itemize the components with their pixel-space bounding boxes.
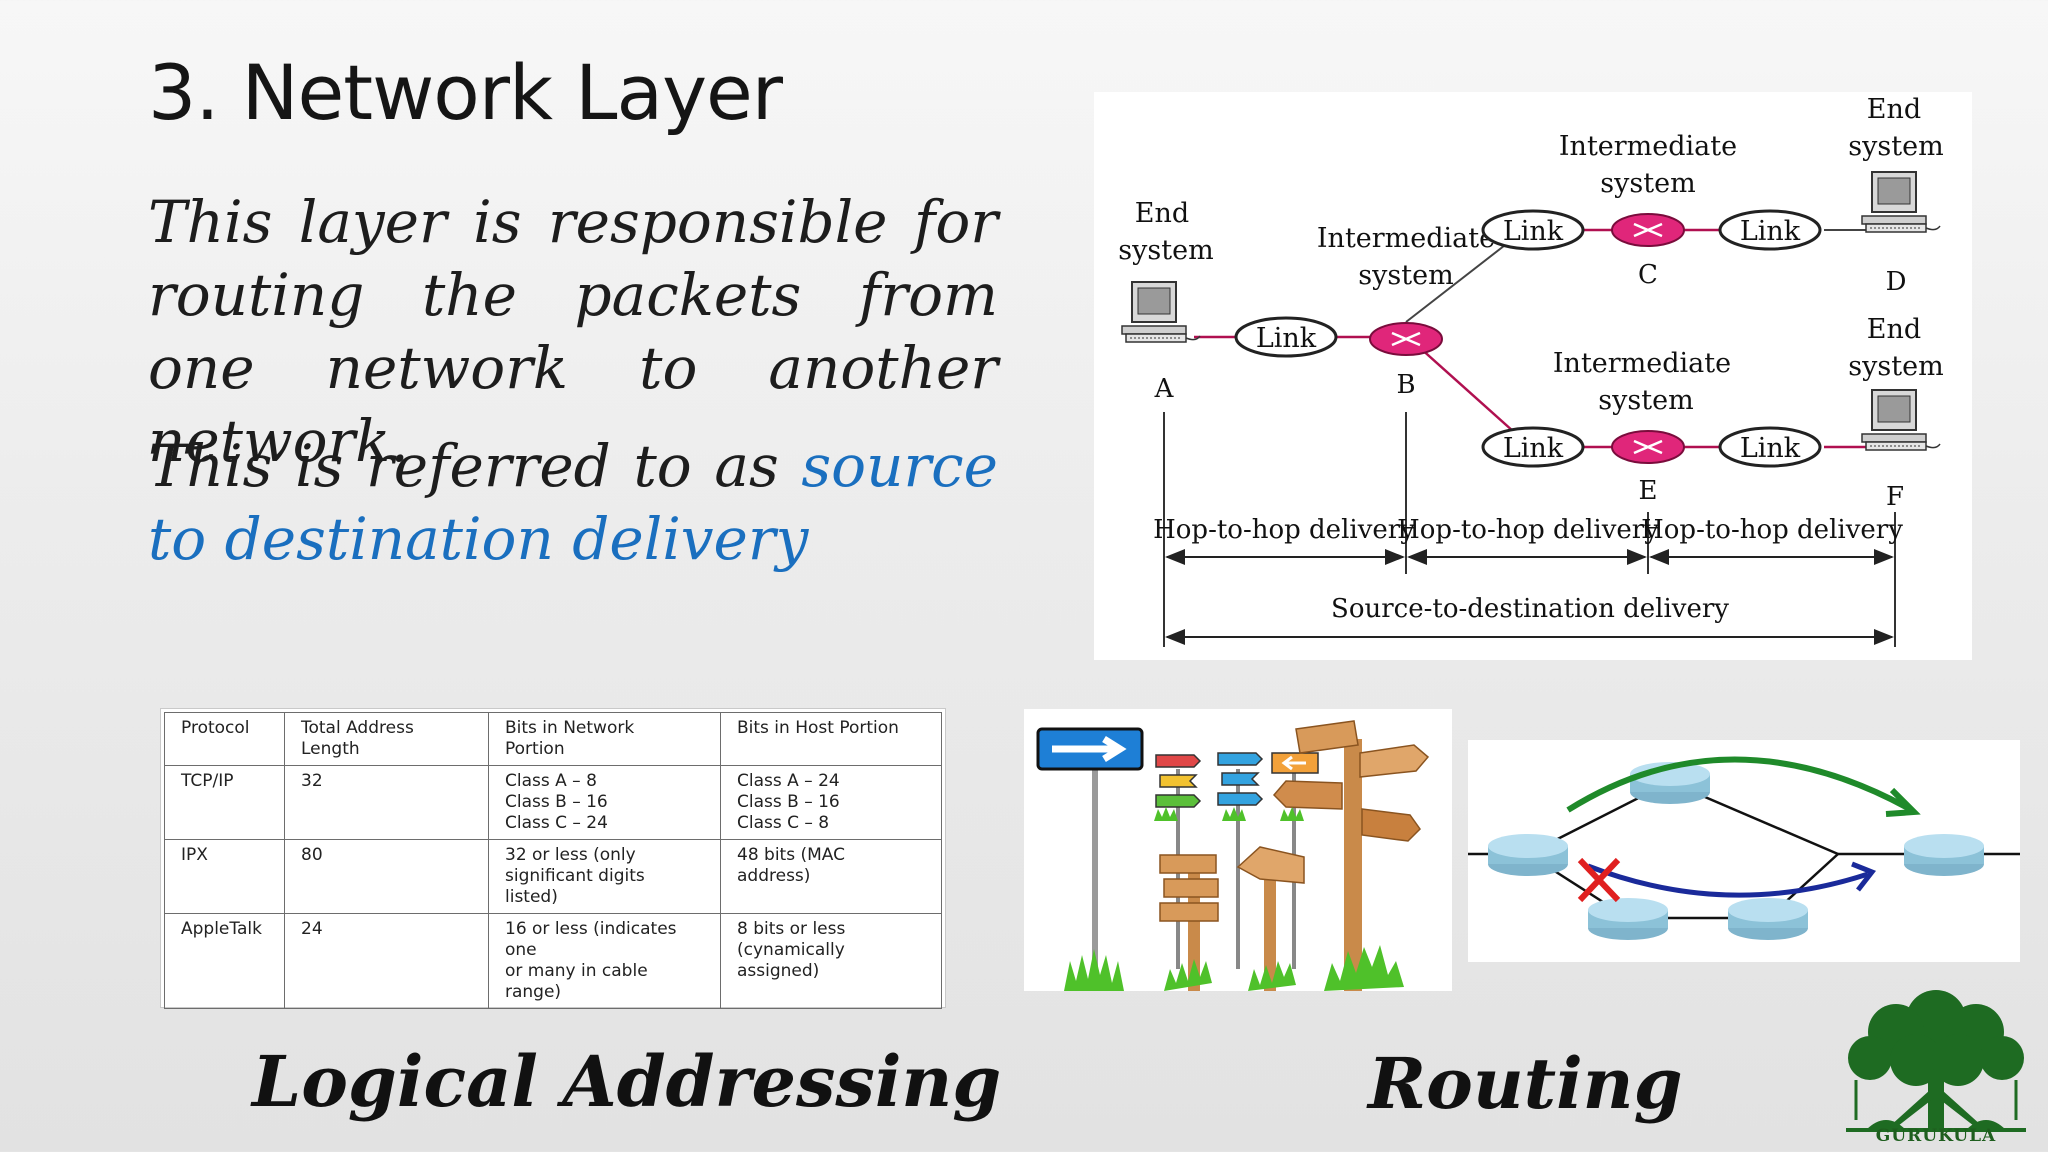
table-cell: IPX [164, 839, 285, 914]
end-system-f-line1: End [1867, 314, 1921, 345]
hop-label-2: Hop-to-hop delivery [1397, 515, 1659, 545]
hop-label-1: Hop-to-hop delivery [1153, 515, 1415, 545]
blue-arrowhead-icon [1851, 861, 1877, 892]
end-system-d-line1: End [1867, 94, 1921, 125]
routing-illustration [1468, 740, 2020, 962]
table-row: IPX 80 32 or less (only significant digi… [164, 839, 942, 914]
intermediate-b-line2: system [1358, 260, 1453, 291]
intermediate-c-line1: Intermediate [1559, 131, 1737, 162]
slide-title: 3. Network Layer [148, 48, 783, 137]
node-label-e: E [1639, 476, 1658, 506]
table-cell: 48 bits (MAC address) [720, 839, 942, 914]
node-label-b: B [1396, 370, 1415, 400]
end-system-d-line2: system [1848, 131, 1943, 162]
link-ab-label: Link [1256, 323, 1317, 354]
table-cell: 8 bits or less (cynamically assigned) [720, 913, 942, 1009]
table-cell: 32 [284, 765, 489, 840]
table-cell: Class A – 24 Class B – 16 Class C – 8 [720, 765, 942, 840]
node-label-d: D [1886, 267, 1907, 297]
link-ab [1234, 316, 1338, 358]
router-b-icon [1369, 322, 1443, 356]
blocked-path-x-icon [1577, 857, 1621, 903]
blue-route-arrow-icon [1587, 863, 1869, 898]
intermediate-b-line1: Intermediate [1317, 223, 1495, 254]
link-cd-label: Link [1740, 216, 1801, 247]
table-header-cell: Protocol [164, 712, 285, 766]
source-destination-highlight: source to destination delivery [148, 432, 998, 573]
computer-f-icon [1861, 389, 1941, 451]
intermediate-c-line2: system [1600, 168, 1695, 199]
green-arrowhead-icon [1885, 787, 1921, 817]
connection-lines [1194, 228, 1870, 449]
blue-arrow-sign-icon [1036, 727, 1144, 987]
table-cell: AppleTalk [164, 913, 285, 1009]
grass-icon [1064, 807, 1404, 991]
source-destination-paragraph: This is referred to as source to destina… [148, 430, 998, 576]
table-header-row: Protocol Total Address Length Bits in Ne… [164, 712, 942, 766]
signposts-illustration [1024, 709, 1452, 991]
router-c-icon [1611, 213, 1685, 247]
network-delivery-diagram: End system A Link Intermediate system B … [1094, 92, 1972, 660]
description-paragraph: This layer is responsible for routing th… [148, 188, 998, 475]
logical-addressing-caption: Logical Addressing [252, 1040, 1002, 1123]
node-label-f: F [1886, 482, 1904, 512]
gurukula-logo-text: GURUKULA [1875, 1126, 1997, 1146]
link-bc [1481, 209, 1585, 251]
intermediate-e-line2: system [1598, 385, 1693, 416]
delivery-guides [1163, 412, 1896, 647]
node-label-a: A [1154, 374, 1175, 404]
table-cell: 16 or less (indicates one or many in cab… [488, 913, 721, 1009]
link-ef [1718, 426, 1822, 468]
table-header-cell: Bits in Network Portion [488, 712, 721, 766]
table-header-cell: Total Address Length [284, 712, 489, 766]
link-ef-label: Link [1740, 433, 1801, 464]
node-label-c: C [1638, 260, 1658, 290]
table-cell: 24 [284, 913, 489, 1009]
link-bc-label: Link [1503, 216, 1564, 247]
link-cd [1718, 209, 1822, 251]
table-row: TCP/IP 32 Class A – 8 Class B – 16 Class… [164, 765, 942, 840]
end-system-f-line2: system [1848, 351, 1943, 382]
computer-d-icon [1861, 171, 1941, 233]
router-icons [1488, 762, 1984, 940]
logical-addressing-table: Protocol Total Address Length Bits in Ne… [160, 708, 946, 1009]
para2-prefix: This is referred to as [148, 432, 802, 500]
computer-a-icon [1121, 281, 1201, 343]
table-cell: 80 [284, 839, 489, 914]
table-cell: Class A – 8 Class B – 16 Class C – 24 [488, 765, 721, 840]
end-system-a-line2: system [1118, 235, 1213, 266]
table-cell: TCP/IP [164, 765, 285, 840]
tree-icon [1846, 990, 2026, 1132]
intermediate-e-line1: Intermediate [1553, 348, 1731, 379]
routing-caption: Routing [1368, 1042, 1683, 1125]
table-cell: 32 or less (only significant digits list… [488, 839, 721, 914]
source-destination-label: Source-to-destination delivery [1331, 594, 1729, 624]
router-e-icon [1611, 430, 1685, 464]
end-system-a-line1: End [1135, 198, 1189, 229]
green-route-arrow-icon [1566, 756, 1910, 813]
gurukula-logo [1836, 980, 2036, 1148]
table-header-cell: Bits in Host Portion [720, 712, 942, 766]
table-row: AppleTalk 24 16 or less (indicates one o… [164, 913, 942, 1009]
wooden-signposts-icon [1159, 720, 1430, 991]
link-be [1481, 426, 1585, 468]
hop-arrows [1165, 549, 1894, 645]
hop-label-3: Hop-to-hop delivery [1641, 515, 1903, 545]
link-be-label: Link [1503, 433, 1564, 464]
